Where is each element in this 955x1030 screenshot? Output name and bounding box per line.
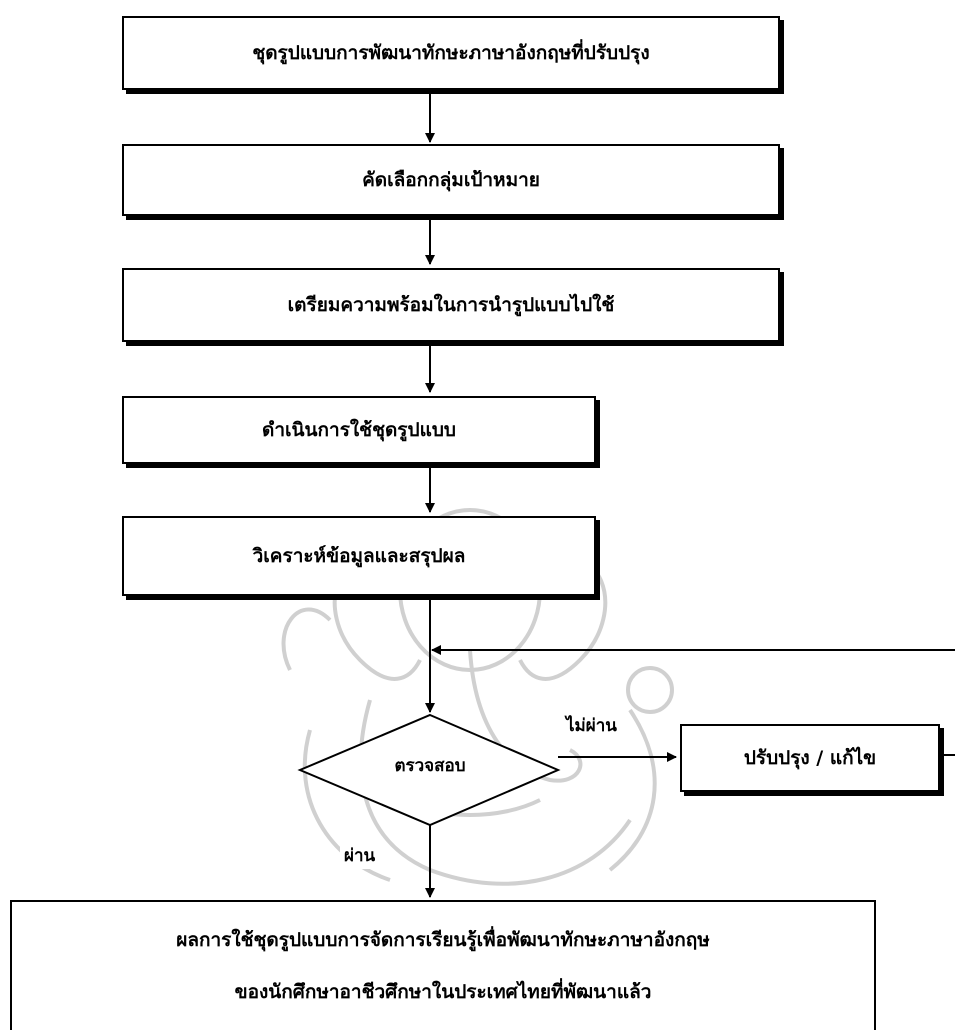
- step-implement: ดำเนินการใช้ชุดรูปแบบ: [122, 396, 596, 464]
- pass-label: ผ่าน: [340, 842, 380, 869]
- step-label: เตรียมความพร้อมในการนำรูปแบบไปใช้: [287, 294, 615, 316]
- result-line-1: ผลการใช้ชุดรูปแบบการจัดการเรียนรู้เพื่อพ…: [176, 929, 710, 951]
- step-label: ชุดรูปแบบการพัฒนาทักษะภาษาอังกฤษที่ปรับป…: [252, 42, 650, 64]
- step-label: ปรับปรุง / แก้ไข: [743, 747, 877, 769]
- decision-diamond: [297, 713, 561, 827]
- step-improved-model-set: ชุดรูปแบบการพัฒนาทักษะภาษาอังกฤษที่ปรับป…: [122, 16, 780, 90]
- decision-label: ตรวจสอบ: [394, 756, 466, 776]
- step-prepare: เตรียมความพร้อมในการนำรูปแบบไปใช้: [122, 268, 780, 342]
- step-label: คัดเลือกกลุ่มเป้าหมาย: [362, 169, 540, 191]
- result-line-2: ของนักศึกษาอาชีวศึกษาในประเทศไทยที่พัฒนา…: [234, 981, 652, 1003]
- step-select-target-group: คัดเลือกกลุ่มเป้าหมาย: [122, 144, 780, 216]
- step-label: ดำเนินการใช้ชุดรูปแบบ: [262, 419, 456, 441]
- step-analyze: วิเคราะห์ข้อมูลและสรุปผล: [122, 516, 596, 596]
- fail-label: ไม่ผ่าน: [562, 712, 621, 739]
- step-label: วิเคราะห์ข้อมูลและสรุปผล: [252, 545, 466, 567]
- step-revise: ปรับปรุง / แก้ไข: [680, 724, 940, 792]
- step-result: ผลการใช้ชุดรูปแบบการจัดการเรียนรู้เพื่อพ…: [10, 900, 876, 1030]
